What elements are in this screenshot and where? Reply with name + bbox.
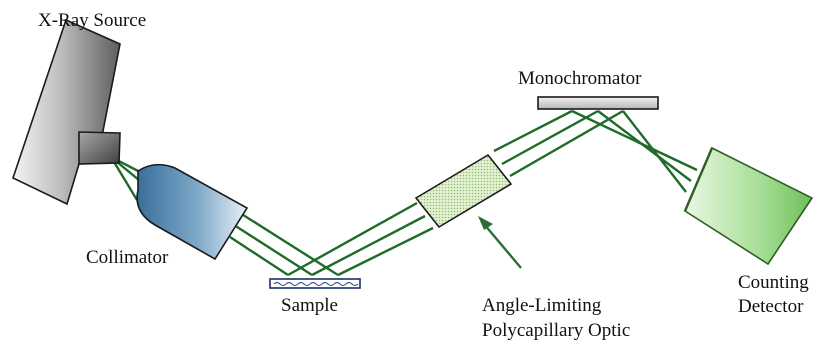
counting-detector-window bbox=[683, 147, 714, 212]
beam-diffracted-3 bbox=[337, 226, 434, 277]
beam-reflected-1 bbox=[571, 109, 698, 172]
label-detector-line2: Detector bbox=[738, 296, 804, 317]
collimator bbox=[136, 163, 249, 261]
label-detector-line1: Counting bbox=[738, 272, 809, 293]
monochromator-body bbox=[537, 96, 659, 110]
beam-optic-out-2 bbox=[501, 109, 599, 166]
collimator-body bbox=[136, 163, 249, 261]
beam-reflected-2 bbox=[597, 110, 692, 182]
beam-optic-out-3 bbox=[509, 109, 624, 178]
polycapillary-optic-body bbox=[414, 153, 513, 229]
xray-beam-paths bbox=[109, 109, 698, 277]
beam-optic-out-1 bbox=[493, 109, 573, 153]
beam-diffracted-1 bbox=[287, 201, 418, 277]
beam-incident-2 bbox=[233, 223, 313, 277]
beam-incident-3 bbox=[239, 211, 339, 277]
label-xray-source: X-Ray Source bbox=[38, 10, 146, 31]
beam-incident-1 bbox=[229, 235, 289, 277]
polycapillary-optic bbox=[414, 153, 513, 229]
arrowhead-icon bbox=[478, 216, 493, 230]
beam-reflected-3 bbox=[622, 110, 687, 193]
label-optic-line1: Angle-Limiting bbox=[482, 295, 602, 316]
beam-divergent-lower bbox=[109, 156, 139, 201]
label-sample: Sample bbox=[281, 295, 338, 316]
xray-source bbox=[12, 18, 121, 206]
xray-source-body bbox=[12, 18, 121, 206]
sample bbox=[269, 278, 361, 289]
xray-source-nozzle bbox=[78, 131, 121, 165]
optic-pointer-arrow bbox=[478, 216, 522, 269]
label-optic-line2: Polycapillary Optic bbox=[482, 320, 630, 341]
monochromator bbox=[537, 96, 659, 110]
label-monochromator: Monochromator bbox=[518, 68, 642, 89]
counting-detector bbox=[683, 146, 814, 266]
beam-diffracted-2 bbox=[311, 214, 426, 277]
label-collimator: Collimator bbox=[86, 247, 169, 268]
sample-surface-texture bbox=[273, 281, 359, 287]
